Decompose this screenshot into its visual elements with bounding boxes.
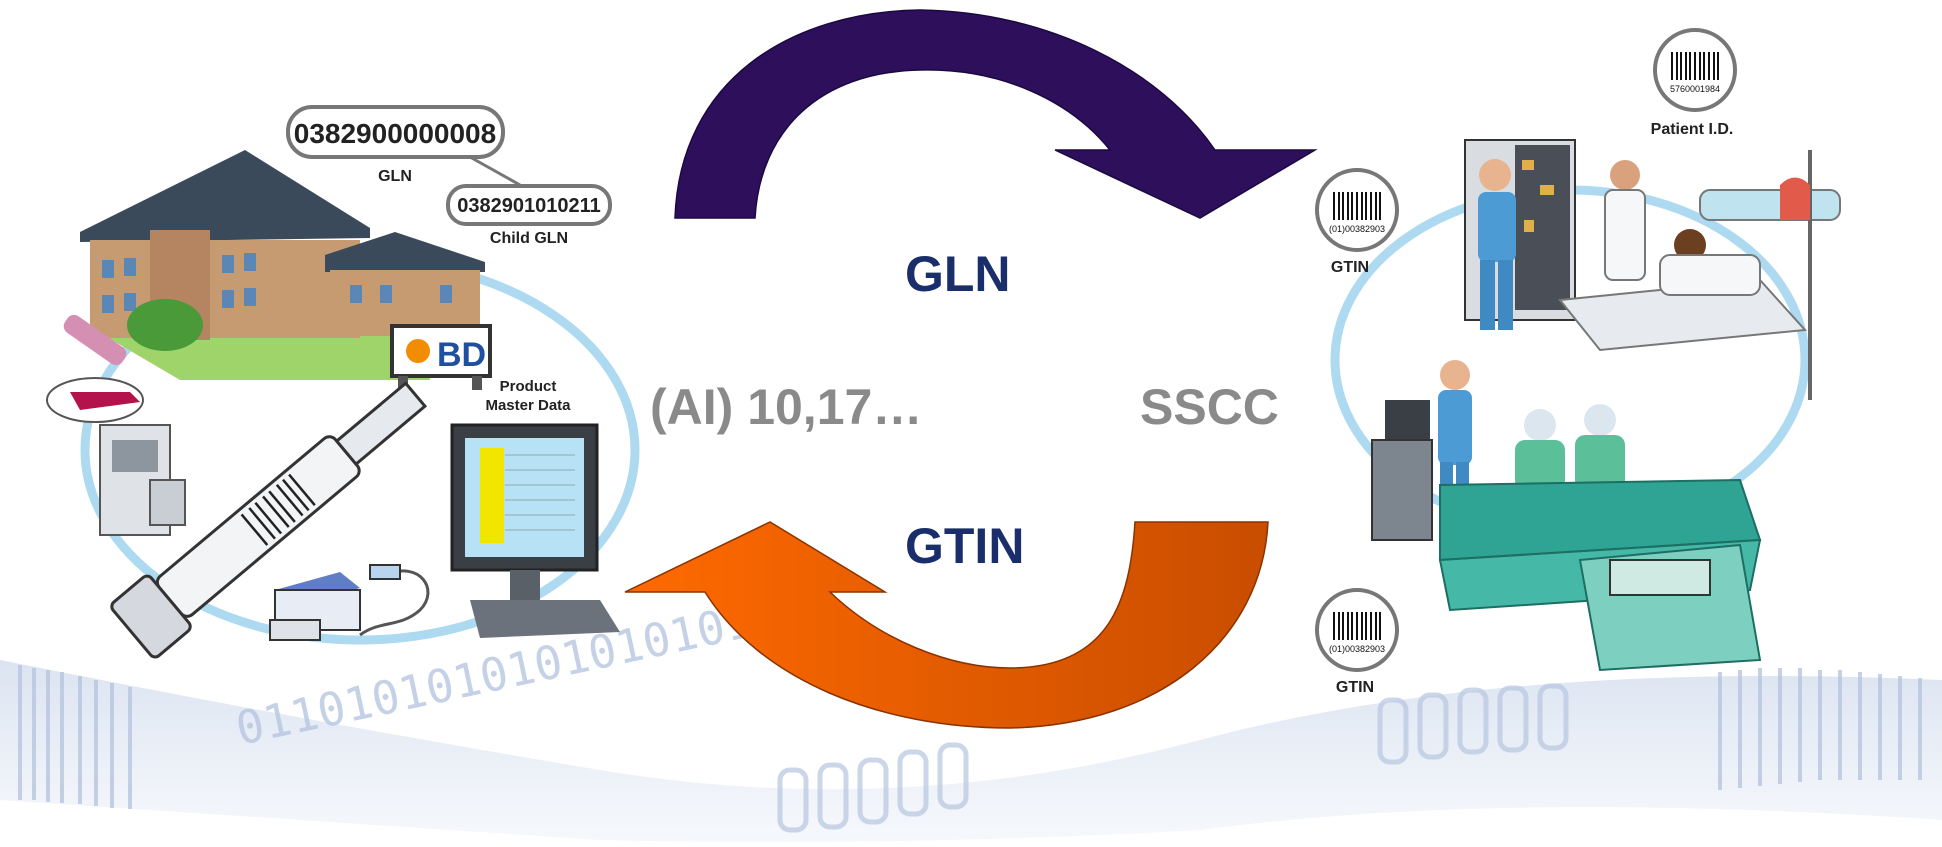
- gtin-bottom-caption: GTIN: [1336, 679, 1374, 696]
- top-arrow: [674, 9, 1318, 219]
- gtin-bottom-digits: (01)00382903: [1329, 644, 1385, 654]
- syringe-icon: [110, 381, 428, 659]
- right-scene-hospital: 5760001984 Patient I.D. (01)00382903 GTI…: [1315, 28, 1841, 696]
- gtin-badge-top: (01)00382903: [1315, 168, 1399, 252]
- catheter-icon: [359, 564, 430, 637]
- child-gln-caption: Child GLN: [490, 230, 568, 247]
- bottom-arrow: [624, 521, 1269, 729]
- product-master-data-line2: Master Data: [485, 397, 571, 414]
- patient-id-badge: 5760001984: [1653, 28, 1737, 112]
- operating-room-icon: [1371, 360, 1762, 672]
- doctor-figure: [1604, 160, 1646, 281]
- gtin-badge-bottom: (01)00382903: [1315, 588, 1399, 672]
- child-gln-number: 0382901010211: [457, 195, 601, 217]
- vial-icon: [46, 314, 144, 423]
- ai-label: (AI) 10,17…: [650, 379, 923, 435]
- gln-tag: [286, 105, 505, 159]
- product-box-icon: [269, 572, 361, 641]
- gtin-top-digits: (01)00382903: [1329, 224, 1385, 234]
- product-master-data-line1: Product: [500, 378, 557, 395]
- bd-logo: BD: [437, 336, 486, 374]
- gtin-center-label: GTIN: [905, 518, 1025, 574]
- gln-center-label: GLN: [905, 246, 1011, 302]
- gtin-top-caption: GTIN: [1331, 259, 1369, 276]
- computer-monitor-icon: [450, 423, 620, 638]
- gln-number: 0382900000008: [294, 118, 496, 149]
- left-scene-manufacturer: 0382900000008 GLN 0382901010211 Child GL…: [46, 105, 640, 659]
- patient-bed-icon: [1558, 150, 1841, 400]
- child-gln-tag: [446, 184, 612, 226]
- patient-id-caption: Patient I.D.: [1651, 121, 1734, 138]
- sscc-label: SSCC: [1140, 379, 1279, 435]
- nurse-figure: [1478, 159, 1516, 330]
- gln-caption: GLN: [378, 168, 412, 185]
- bd-sign: BD: [390, 324, 492, 390]
- building-icon: [80, 150, 485, 351]
- patient-barcode-digits: 5760001984: [1670, 84, 1720, 94]
- lab-equipment-icon: [99, 424, 186, 536]
